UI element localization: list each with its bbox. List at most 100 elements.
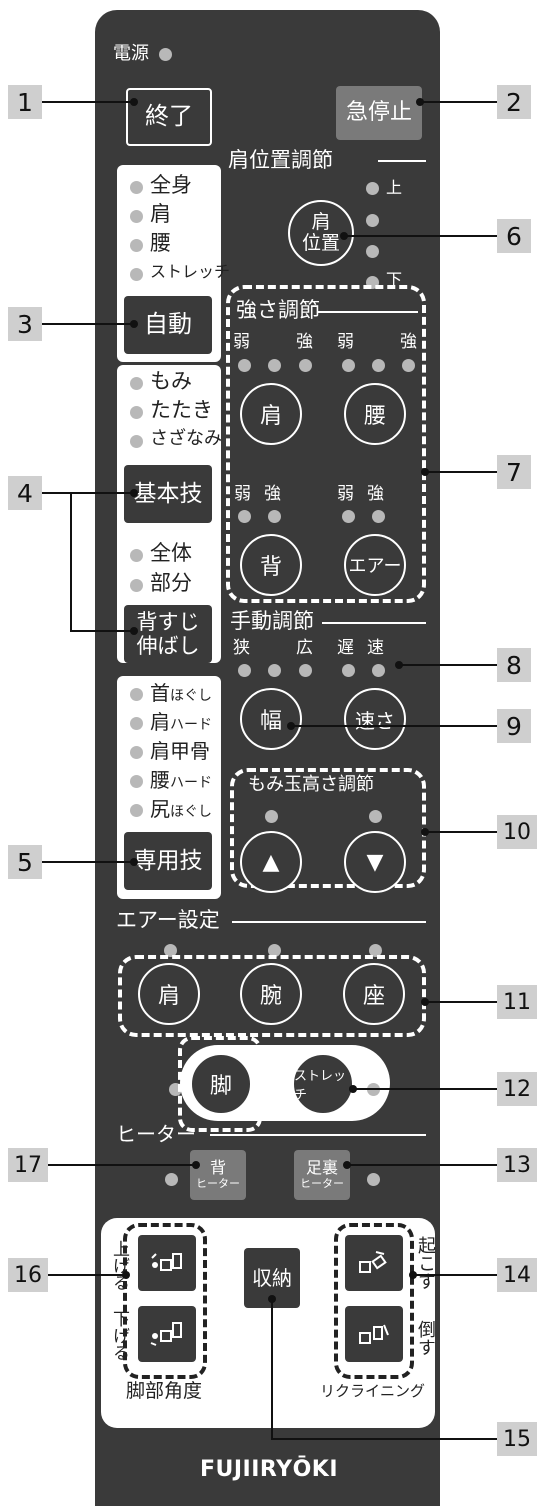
special-mode-label: 首ほぐし [150, 683, 212, 703]
basic-mode-label: さざなみ [150, 428, 222, 449]
auto-mode-label: 腰 [150, 231, 171, 255]
ball-up-button[interactable]: ▲ [240, 831, 302, 893]
callout-11: 11 [497, 985, 537, 1019]
stretch-mode-indicator [130, 579, 143, 592]
heading-divider [322, 622, 426, 624]
special-mode-sub: ハード [170, 717, 212, 733]
callout-leader [48, 1164, 196, 1166]
callout-leader [424, 831, 497, 833]
brand-logo: FUJIIRYŌKI [199, 1457, 339, 1482]
shoulder-intensity-button[interactable]: 肩 [240, 383, 302, 445]
back-strong-label: 強 [264, 484, 281, 504]
recline-raise-button[interactable] [345, 1235, 403, 1291]
leg-raise-button[interactable] [138, 1235, 196, 1291]
callout-17: 17 [8, 1148, 48, 1182]
special-mode-label: 肩ハード [150, 712, 212, 732]
end-button[interactable]: 終了 [126, 88, 212, 146]
callout-leader [343, 235, 497, 237]
sole-heater-button[interactable]: 足裏 ヒーター [294, 1150, 350, 1200]
narrow-label: 狭 [233, 638, 250, 658]
recline-raise-icon [359, 1251, 387, 1273]
special-mode-main: 腰 [150, 768, 170, 792]
waist-intensity-button[interactable]: 腰 [344, 383, 406, 445]
callout-leader-dot [130, 858, 138, 866]
back-heater-line2: ヒーター [196, 1176, 240, 1190]
callout-leader-dot [130, 98, 138, 106]
basic-mode-label: もみ [150, 369, 192, 393]
callout-leader-dot [340, 232, 348, 240]
auto-button[interactable]: 自動 [124, 296, 212, 354]
back-heater-button[interactable]: 背 ヒーター [190, 1150, 246, 1200]
air-seat-button[interactable]: 座 [343, 963, 405, 1025]
callout-leader [352, 1088, 497, 1090]
callout-leader-dot [409, 1271, 417, 1279]
special-mode-label: 尻ほぐし [150, 799, 212, 819]
air-strong-label: 強 [367, 484, 384, 504]
width-indicator [268, 664, 281, 677]
callout-leader-dot [130, 489, 138, 497]
callout-7: 7 [497, 455, 531, 489]
callout-leader [70, 492, 72, 632]
back-weak-label: 弱 [234, 484, 251, 504]
wide-label: 広 [296, 638, 313, 658]
recline-lower-button[interactable] [345, 1306, 403, 1362]
callout-leader-dot [122, 1271, 130, 1279]
back-stretch-button[interactable]: 背すじ 伸ばし [124, 605, 212, 663]
air-arm-button[interactable]: 腕 [240, 963, 302, 1025]
emergency-stop-button[interactable]: 急停止 [336, 86, 422, 140]
intensity-indicator [299, 359, 312, 372]
waist-weak-label: 弱 [337, 332, 354, 352]
special-mode-sub: ほぐし [170, 804, 212, 820]
recline-label: リクライニング [320, 1382, 426, 1400]
leg-lower-button[interactable] [138, 1306, 196, 1362]
callout-leader [424, 1001, 497, 1003]
air-indicator [369, 944, 382, 957]
air-leg-button[interactable]: 脚 [190, 1053, 252, 1115]
speed-button[interactable]: 速さ [344, 688, 406, 750]
air-stretch-button[interactable]: ストレッチ [292, 1053, 354, 1115]
callout-leader-dot [421, 468, 429, 476]
back-intensity-button[interactable]: 背 [240, 534, 302, 596]
shoulder-up-label: 上 [386, 178, 403, 197]
slow-label: 遅 [337, 638, 354, 658]
callout-leader-dot [130, 627, 138, 635]
ball-down-button[interactable]: ▼ [344, 831, 406, 893]
callout-leader-dot [287, 722, 295, 730]
air-intensity-button[interactable]: エアー [344, 534, 406, 596]
manual-heading: 手動調節 [230, 609, 314, 633]
air-setting-group-outline [118, 955, 426, 1037]
special-mode-indicator [130, 746, 143, 759]
shoulder-strong-label: 強 [296, 332, 313, 352]
leg-air-group-outline [178, 1036, 262, 1132]
ball-height-indicator [369, 810, 382, 823]
heading-divider [378, 160, 426, 162]
intensity-indicator [342, 359, 355, 372]
callout-leader-dot [268, 1295, 276, 1303]
callout-1: 1 [8, 85, 42, 119]
stretch-mode-label: 部分 [150, 571, 192, 595]
air-shoulder-button[interactable]: 肩 [138, 963, 200, 1025]
callout-leader [48, 1274, 126, 1276]
special-mode-label: 腰ハード [150, 770, 212, 790]
callout-15: 15 [497, 1422, 537, 1456]
callout-14: 14 [497, 1258, 537, 1292]
leg-angle-label: 脚部角度 [126, 1380, 203, 1402]
special-mode-main: 尻 [150, 797, 170, 821]
ball-height-indicator [265, 810, 278, 823]
back-heater-indicator [165, 1173, 178, 1186]
width-button[interactable]: 幅 [240, 688, 302, 750]
leg-lower-label: 下げる [109, 1310, 129, 1361]
basic-technique-button[interactable]: 基本技 [124, 465, 212, 523]
width-indicator [299, 664, 312, 677]
special-mode-indicator [130, 804, 143, 817]
recline-raise-label: 起こす [415, 1236, 436, 1290]
callout-12: 12 [497, 1072, 537, 1106]
ball-height-heading: もみ玉高さ調節 [248, 774, 374, 795]
shoulder-position-indicator [366, 182, 379, 195]
stretch-mode-label: 全体 [150, 541, 192, 565]
shoulder-weak-label: 弱 [233, 332, 250, 352]
special-technique-button[interactable]: 専用技 [124, 832, 212, 890]
callout-leader [290, 725, 497, 727]
callout-leader-dot [343, 1161, 351, 1169]
auto-mode-label: ストレッチ [150, 262, 231, 281]
